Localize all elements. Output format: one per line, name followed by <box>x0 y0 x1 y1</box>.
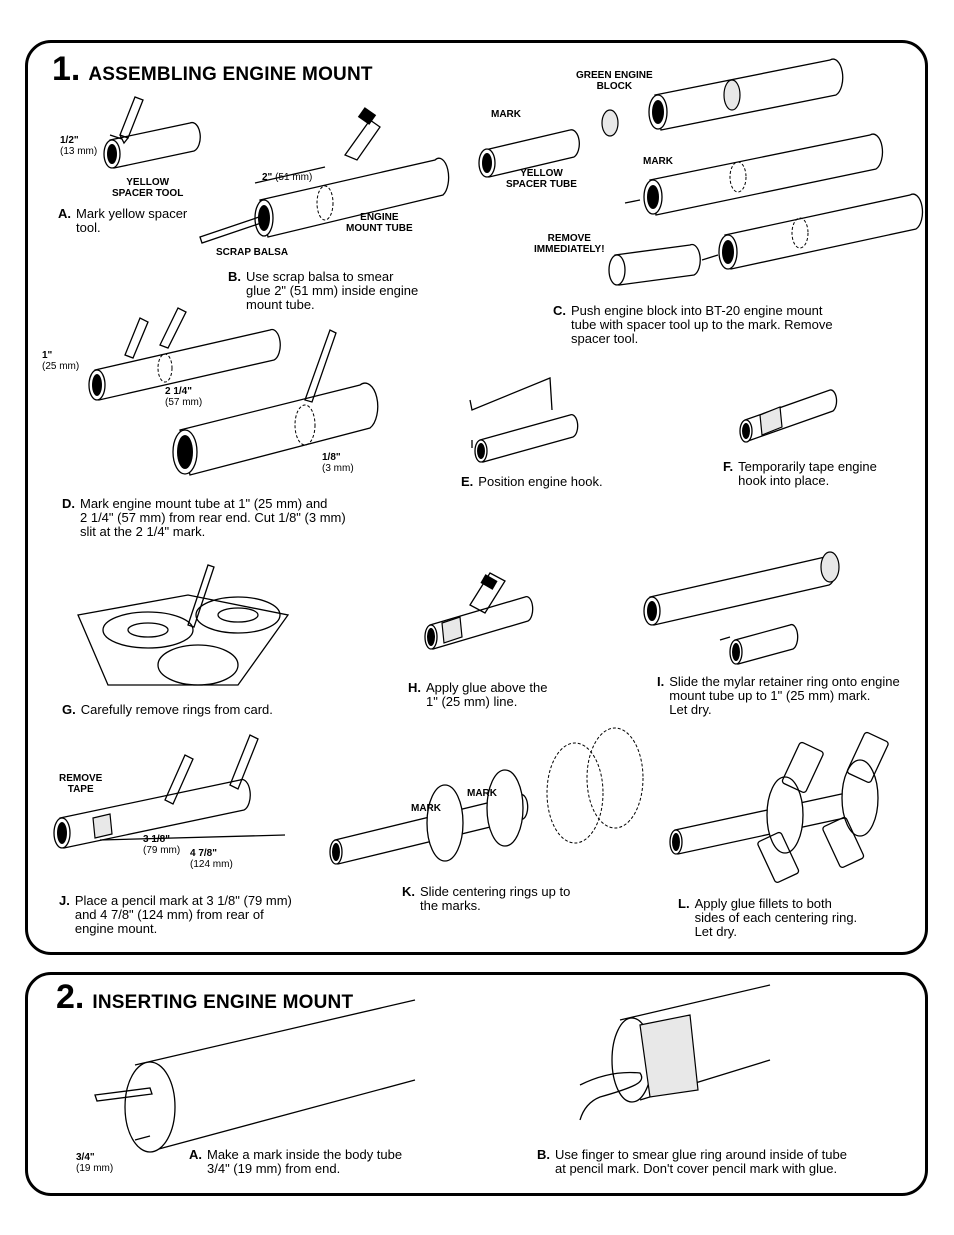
step-e-caption: E.Position engine hook. <box>461 474 603 489</box>
mark-label-k1: MARK <box>411 803 441 814</box>
step-b-caption: B.Use scrap balsa to smear glue 2" (51 m… <box>228 269 419 312</box>
step-j-dimension-1: 3 1/8"(79 mm) <box>143 834 181 856</box>
remove-immediately-label: REMOVE IMMEDIATELY! <box>534 233 605 255</box>
step-a-caption: A.Mark yellow spacer tool. <box>58 206 188 235</box>
green-engine-block-label: GREEN ENGINE BLOCK <box>576 70 653 92</box>
step-b-dimension: 2" (51 mm) <box>262 172 313 183</box>
step-k-caption: K.Slide centering rings up to the marks. <box>402 884 571 913</box>
step-d-dimension-1: 1"(25 mm) <box>42 350 80 372</box>
section-2-number: 2. <box>56 978 85 1016</box>
section-1-number: 1. <box>52 50 81 88</box>
step-e-illustration <box>469 377 579 463</box>
scrap-balsa-label: SCRAP BALSA <box>216 247 289 258</box>
step-c-illustration <box>478 58 924 286</box>
step-2a-caption: A.Make a mark inside the body tube 3/4" … <box>189 1147 403 1176</box>
step-l-caption: L.Apply glue fillets to both sides of ea… <box>678 896 858 939</box>
step-f-caption: F.Temporarily tape engine hook into plac… <box>723 459 877 488</box>
step-d-illustration <box>88 307 379 476</box>
step-k-illustration <box>329 727 644 865</box>
step-f-illustration <box>739 389 838 443</box>
step-h-caption: H.Apply glue above the 1" (25 mm) line. <box>408 680 548 709</box>
step-i-illustration <box>643 551 840 665</box>
step-j-caption: J.Place a pencil mark at 3 1/8" (79 mm) … <box>59 893 292 936</box>
step-2b-caption: B.Use finger to smear glue ring around i… <box>537 1147 847 1176</box>
step-b-illustration <box>199 107 450 244</box>
section-2-title: 2. INSERTING ENGINE MOUNT <box>56 978 353 1017</box>
step-2b-illustration <box>579 984 771 1121</box>
step-j-dimension-2: 4 7/8"(124 mm) <box>190 848 233 870</box>
step-h-illustration <box>424 572 534 650</box>
step-2a-illustration <box>94 999 416 1153</box>
step-g-illustration <box>77 564 290 686</box>
yellow-spacer-tool-label: YELLOW SPACER TOOL <box>112 177 184 199</box>
mark-label-c2: MARK <box>643 156 673 167</box>
step-j-illustration <box>53 734 286 849</box>
mark-label-k2: MARK <box>467 788 497 799</box>
section-1-heading: ASSEMBLING ENGINE MOUNT <box>88 64 373 85</box>
section-1-title: 1. ASSEMBLING ENGINE MOUNT <box>52 50 373 89</box>
step-g-caption: G.Carefully remove rings from card. <box>62 702 273 717</box>
remove-tape-label: REMOVE TAPE <box>59 773 103 795</box>
step-a-illustration <box>103 96 201 169</box>
step-i-caption: I.Slide the mylar retainer ring onto eng… <box>657 674 900 717</box>
step-2a-dimension: 3/4"(19 mm) <box>76 1152 114 1174</box>
step-a-dimension: 1/2"(13 mm) <box>60 135 98 157</box>
step-d-dimension-3: 1/8"(3 mm) <box>322 452 354 474</box>
section-2-panel <box>25 972 928 1196</box>
step-l-illustration <box>669 731 889 884</box>
section-2-heading: INSERTING ENGINE MOUNT <box>92 992 354 1013</box>
step-c-caption: C.Push engine block into BT-20 engine mo… <box>553 303 833 346</box>
mark-label-c1: MARK <box>491 109 521 120</box>
yellow-spacer-tube-label: YELLOW SPACER TUBE <box>506 168 577 190</box>
step-d-dimension-2: 2 1/4"(57 mm) <box>165 386 203 408</box>
engine-mount-tube-label: ENGINE MOUNT TUBE <box>346 212 413 234</box>
step-d-caption: D.Mark engine mount tube at 1" (25 mm) a… <box>62 496 346 539</box>
